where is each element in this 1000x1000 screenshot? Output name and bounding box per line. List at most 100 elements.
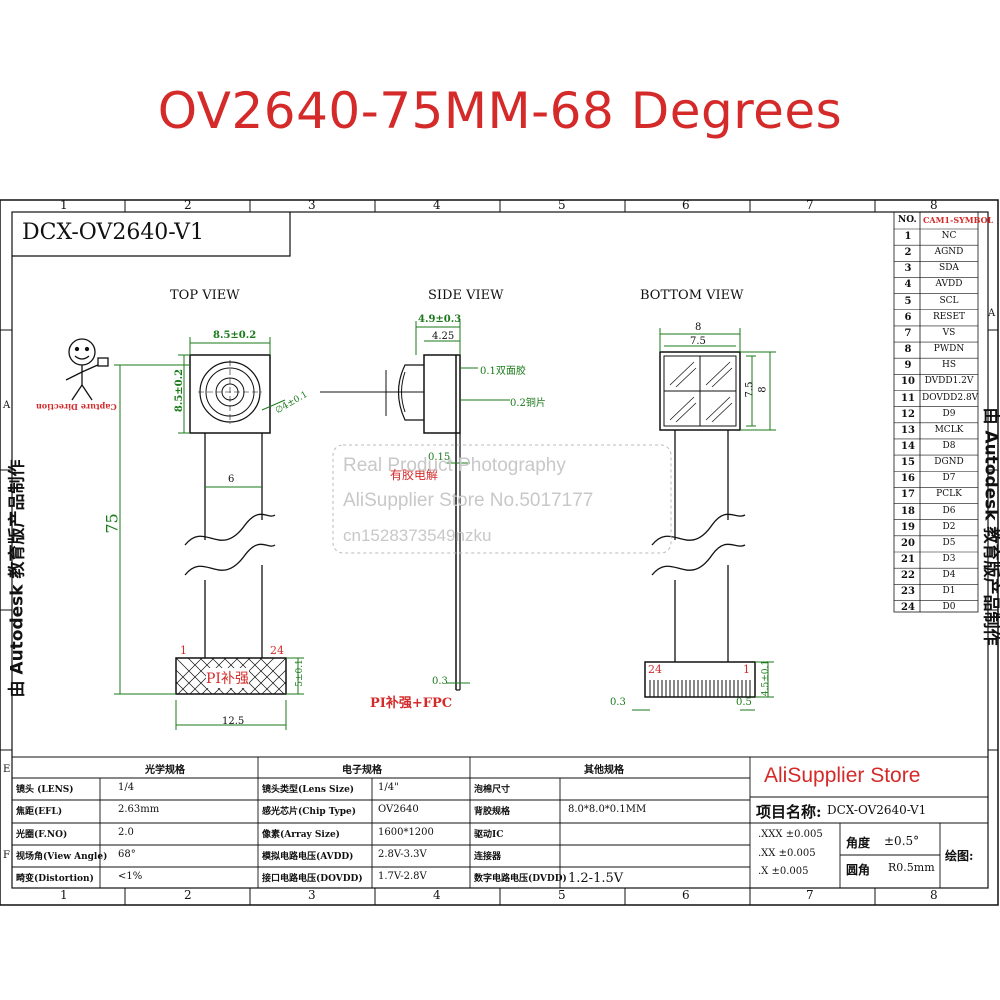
pin-signal: D0	[942, 602, 956, 613]
pin-number: 7	[904, 327, 912, 339]
pin-signal: DOVDD2.8V	[922, 392, 979, 403]
side-stamp-left: 由 Autodesk 教育版产品制作	[7, 459, 28, 698]
pin-table-header-no: NO.	[898, 215, 917, 225]
angle-label: 角度	[846, 836, 871, 850]
side-body	[423, 354, 461, 434]
pin-number: 12	[901, 408, 915, 420]
bottom-dim-pad: 0.5	[736, 697, 752, 708]
side-note-copper: 0.2铜片	[510, 398, 546, 409]
page-title: OV2640-75MM-68 Degrees	[157, 82, 843, 140]
tolerance-xx: .XX ±0.005	[758, 848, 816, 859]
pin-signal: DVDD1.2V	[924, 376, 974, 387]
other-spec-label: 连接器	[474, 852, 502, 862]
pin-signal: D8	[942, 440, 956, 451]
radius-label: 圆角	[846, 863, 871, 877]
optical-spec-label: 焦距(EFL)	[16, 807, 63, 817]
sensor-body	[189, 354, 271, 434]
electrical-spec-value: OV2640	[378, 804, 419, 815]
grid-label-left-f: F	[3, 850, 10, 861]
grid-label-bottom-3: 3	[308, 888, 316, 902]
pin-number: 15	[901, 457, 915, 469]
bottom-dim-w1: 8	[695, 322, 702, 333]
pin-number: 5	[904, 295, 912, 307]
optical-spec-value: 1/4	[118, 782, 135, 793]
electrical-spec-label: 模拟电路电压(AVDD)	[262, 852, 354, 862]
stick-figure	[65, 338, 109, 401]
bottom-dim-h2: 8	[757, 386, 769, 393]
pin-number: 13	[901, 424, 915, 436]
pin-number: 14	[901, 440, 915, 452]
grid-label-top-3: 3	[308, 198, 316, 212]
pin-signal: SCL	[939, 295, 959, 306]
electrical-spec-value: 1600*1200	[378, 827, 434, 838]
optical-spec-label: 镜头 (LENS)	[16, 785, 74, 795]
pin-signal: D5	[942, 537, 956, 548]
pin-signal: D1	[942, 586, 956, 597]
side-dim-total: 4.9±0.3	[418, 314, 462, 325]
drawing-frame	[0, 199, 999, 906]
pin-signal: VS	[942, 327, 956, 338]
bottom-dim-h1: 7.5	[744, 381, 756, 398]
grid-label-left-a: A	[3, 400, 11, 411]
grid-label-top-5: 5	[558, 198, 566, 212]
grid-label-right-a: A	[988, 308, 996, 319]
pin-signal: D4	[942, 570, 956, 581]
side-note-glue-dissolve: 有胶电解	[390, 468, 439, 482]
grid-label-top-1: 1	[60, 198, 68, 212]
pin-number: 20	[901, 537, 915, 549]
pin-number: 19	[901, 521, 915, 533]
name-box-border	[12, 212, 291, 257]
tolerance-x: .X ±0.005	[758, 866, 809, 877]
pin-signal: RESET	[932, 311, 966, 322]
grid-label-top-2: 2	[184, 198, 192, 212]
pin-signal: PCLK	[936, 489, 962, 500]
pin-signal: D7	[942, 473, 956, 484]
top-dim-length: 75	[102, 513, 122, 534]
pin-signal: PWDN	[933, 344, 965, 355]
pin-number: 10	[901, 376, 915, 388]
other-spec-value: 8.0*8.0*0.1MM	[568, 804, 647, 815]
grid-label-top-4: 4	[433, 198, 441, 212]
top-pin-first: 1	[180, 644, 187, 657]
pin-signal: DGND	[934, 457, 964, 468]
side-dim-body: 4.25	[432, 331, 455, 342]
pin-signal: NC	[941, 231, 957, 241]
other-spec-value: 1.2-1.5V	[568, 871, 624, 886]
bottom-pin-first: 1	[743, 663, 750, 676]
drawn-label: 绘图:	[945, 849, 974, 863]
capture-direction-label: Capture Direction	[36, 402, 117, 412]
bottom-pin-last: 24	[648, 663, 662, 676]
top-view-drawing	[65, 337, 304, 730]
top-dim-stiff-w: 12.5	[222, 716, 245, 727]
drawing-name: DCX-OV2640-V1	[22, 220, 205, 245]
side-stamp-right: 由 Autodesk 教育版产品制作	[980, 407, 1000, 646]
other-spec-label: 背胶规格	[474, 807, 511, 817]
electrical-spec-value: 2.8V-3.3V	[378, 849, 427, 860]
pin-table-grid	[893, 211, 979, 613]
grid-label-top-6: 6	[682, 198, 690, 212]
pin-number: 18	[901, 505, 915, 517]
side-dim-flex-thk: 0.15	[428, 452, 451, 463]
electrical-spec-value: 1.7V-2.8V	[378, 871, 427, 882]
pin-number: 22	[901, 570, 915, 582]
pin-number: 3	[904, 263, 912, 275]
pin-signal: MCLK	[934, 424, 964, 435]
pin-number: 9	[904, 360, 912, 372]
top-view-title: TOP VIEW	[170, 288, 240, 303]
optical-spec-value: 2.0	[118, 827, 134, 838]
other-spec-label: 数字电路电压(DVDD)	[474, 874, 567, 884]
other-spec-label: 驱动IC	[474, 830, 504, 840]
grid-label-bottom-6: 6	[682, 888, 690, 902]
electrical-header: 电子规格	[342, 765, 382, 776]
other-header: 其他规格	[584, 765, 624, 776]
grid-label-bottom-5: 5	[558, 888, 566, 902]
watermark-line-3: cn1528373549nzku	[343, 526, 492, 545]
grid-label-top-8: 8	[930, 198, 938, 212]
pin-number: 6	[904, 311, 912, 323]
bottom-body	[659, 351, 741, 431]
top-dim-flex: 6	[228, 474, 235, 485]
pin-table-header-symbol: CAM1-SYMBOL	[923, 215, 994, 225]
electrical-spec-label: 感光芯片(Chip Type)	[262, 807, 357, 817]
pin-number: 2	[904, 247, 912, 259]
